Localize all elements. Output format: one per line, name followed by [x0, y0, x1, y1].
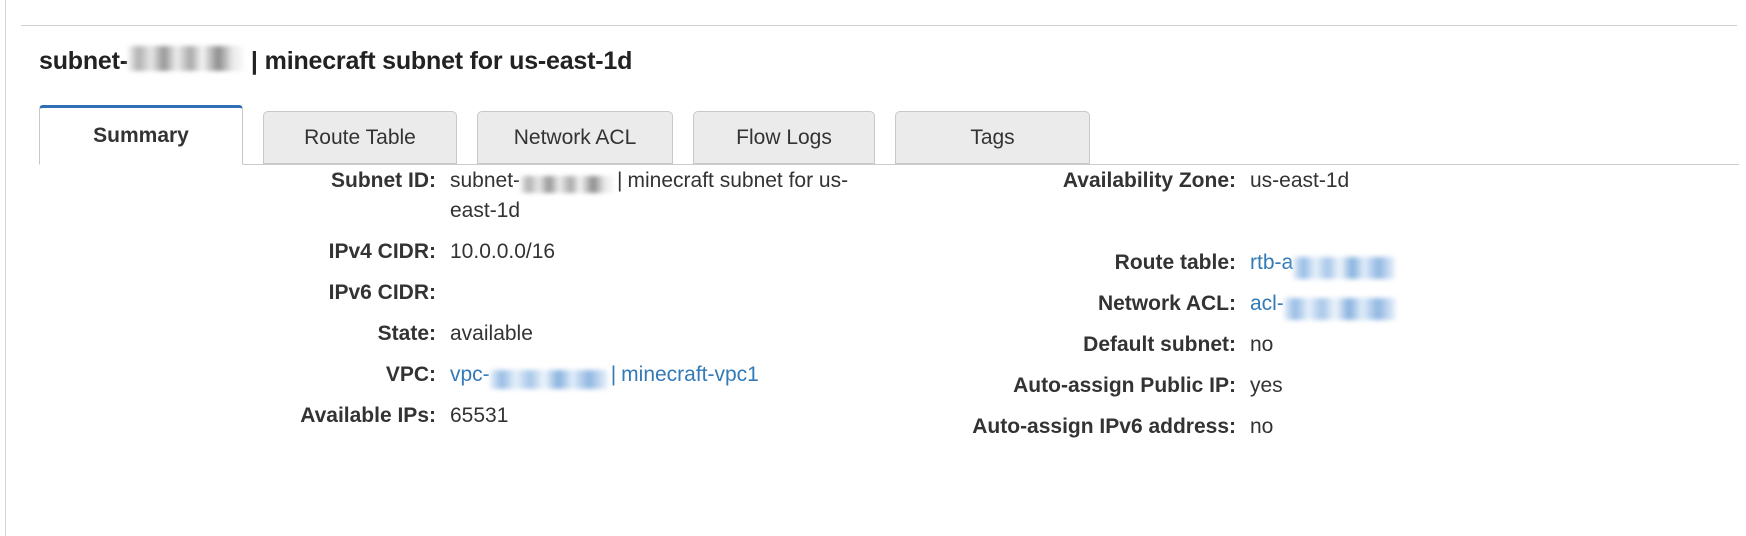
- tab-network-acl[interactable]: Network ACL: [477, 111, 673, 164]
- tab-network-acl-label: Network ACL: [513, 125, 637, 149]
- field-auto-assign-ipv6-value: no: [1250, 415, 1274, 438]
- field-auto-assign-public-ip-label: Auto-assign Public IP:: [1013, 374, 1236, 397]
- field-network-acl: Network ACL: acl-: [876, 289, 1736, 321]
- tab-strip: Summary Route Table Network ACL Flow Log…: [39, 105, 1739, 165]
- redacted-route-table-id: [1293, 257, 1396, 280]
- redacted-subnet-id-value: [520, 175, 615, 193]
- summary-content: Subnet ID: subnet-|minecraft subnet for …: [6, 166, 1746, 536]
- field-auto-assign-public-ip: Auto-assign Public IP: yes: [876, 371, 1736, 401]
- network-acl-link[interactable]: acl-: [1250, 292, 1396, 321]
- field-state-label: State:: [377, 322, 436, 345]
- field-default-subnet-label: Default subnet:: [1083, 333, 1236, 356]
- redacted-vpc-id: [489, 369, 608, 389]
- vpc-link-prefix: vpc-: [450, 363, 490, 386]
- summary-column-left: Subnet ID: subnet-|minecraft subnet for …: [6, 166, 876, 442]
- subnet-detail-panel: subnet- | minecraft subnet for us-east-1…: [5, 0, 1746, 536]
- field-available-ips: Available IPs: 65531: [6, 401, 876, 431]
- field-availability-zone-label: Availability Zone:: [1062, 169, 1236, 192]
- field-route-table: Route table: rtb-a: [876, 248, 1736, 280]
- field-availability-zone-value: us-east-1d: [1250, 169, 1350, 192]
- tab-tags[interactable]: Tags: [895, 111, 1090, 164]
- subnet-id-separator: |: [617, 169, 623, 192]
- field-spacer-row: [876, 207, 1736, 237]
- route-table-link[interactable]: rtb-a: [1250, 251, 1396, 280]
- field-auto-assign-ipv6: Auto-assign IPv6 address: no: [876, 412, 1736, 442]
- network-acl-link-prefix: acl-: [1250, 292, 1284, 315]
- field-vpc-value: vpc- |minecraft-vpc1: [450, 360, 850, 390]
- tab-route-table-label: Route Table: [304, 125, 416, 149]
- tab-flow-logs[interactable]: Flow Logs: [693, 111, 875, 164]
- subnet-id-prefix: subnet-: [450, 169, 521, 192]
- page-title: subnet- | minecraft subnet for us-east-1…: [39, 44, 632, 76]
- page-title-prefix: subnet-: [39, 47, 128, 75]
- panel-top-divider: [21, 25, 1737, 26]
- field-auto-assign-ipv6-label: Auto-assign IPv6 address:: [972, 415, 1236, 438]
- field-route-table-label: Route table:: [1114, 251, 1236, 274]
- field-ipv6-cidr-label: IPv6 CIDR:: [328, 281, 436, 304]
- page-title-separator: |: [250, 47, 258, 75]
- field-ipv6-cidr: IPv6 CIDR:: [6, 278, 876, 308]
- field-available-ips-value: 65531: [450, 404, 509, 427]
- vpc-link-suffix: minecraft-vpc1: [621, 363, 759, 386]
- field-ipv4-cidr-value: 10.0.0.0/16: [450, 240, 556, 263]
- field-vpc-label: VPC:: [385, 363, 436, 386]
- field-subnet-id: Subnet ID: subnet- |minecraft subnet for …: [6, 166, 876, 226]
- summary-column-right: Availability Zone: us-east-1d Route tabl…: [876, 166, 1736, 453]
- field-availability-zone: Availability Zone: us-east-1d: [876, 166, 1736, 196]
- page-title-name: minecraft subnet for us-east-1d: [264, 47, 633, 75]
- field-ipv4-cidr-label: IPv4 CIDR:: [328, 240, 436, 263]
- tab-tags-label: Tags: [970, 125, 1015, 149]
- redacted-subnet-id: [127, 46, 244, 71]
- route-table-link-prefix: rtb-a: [1250, 251, 1294, 274]
- field-ipv4-cidr: IPv4 CIDR: 10.0.0.0/16: [6, 237, 876, 267]
- tab-summary-label: Summary: [93, 124, 189, 147]
- field-state-value: available: [450, 322, 533, 345]
- field-network-acl-label: Network ACL:: [1097, 292, 1236, 315]
- field-route-table-value: rtb-a: [1250, 248, 1736, 280]
- field-available-ips-label: Available IPs:: [300, 404, 436, 427]
- field-default-subnet-value: no: [1250, 333, 1274, 356]
- tab-flow-logs-label: Flow Logs: [736, 125, 832, 149]
- tab-strip-underline: [39, 164, 1739, 165]
- redacted-network-acl-id: [1283, 298, 1396, 321]
- vpc-link[interactable]: vpc- |minecraft-vpc1: [450, 363, 759, 389]
- subnet-id-suffix: minecraft subnet for us-east-1d: [450, 169, 849, 222]
- field-state: State: available: [6, 319, 876, 349]
- tab-route-table[interactable]: Route Table: [263, 111, 457, 164]
- tab-summary[interactable]: Summary: [39, 105, 243, 165]
- field-default-subnet: Default subnet: no: [876, 330, 1736, 360]
- vpc-link-separator: |: [610, 363, 617, 386]
- field-subnet-id-value: subnet- |minecraft subnet for us-east-1d: [450, 166, 850, 226]
- field-ipv6-cidr-value: [450, 278, 850, 308]
- field-network-acl-value: acl-: [1250, 289, 1736, 321]
- field-vpc: VPC: vpc- |minecraft-vpc1: [6, 360, 876, 390]
- field-auto-assign-public-ip-value: yes: [1250, 374, 1283, 397]
- field-subnet-id-label: Subnet ID:: [331, 169, 436, 192]
